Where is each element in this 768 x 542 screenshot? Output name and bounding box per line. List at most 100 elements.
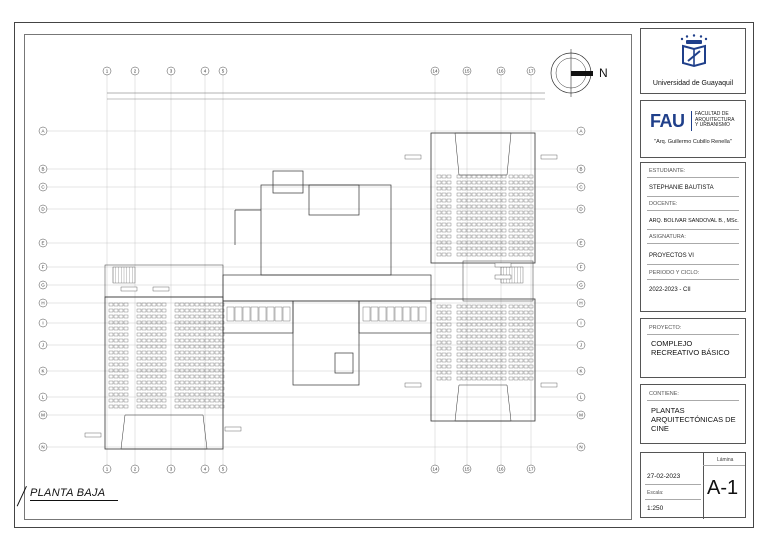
grid-col-label: 2 — [134, 467, 137, 472]
grid-col-label: 4 — [204, 69, 207, 74]
grid-row-label: M — [41, 413, 45, 418]
rule — [647, 334, 739, 335]
faculty-name: "Arq. Guillermo Cubillo Renella" — [654, 139, 732, 145]
grid-col-label: 14 — [432, 467, 438, 472]
drawing-sheet-border — [14, 22, 754, 528]
contains-line-2: ARQUITECTÓNICAS DE — [651, 415, 736, 424]
teacher-value: ARQ. BOLIVAR SANDOVAL B., MSc. — [649, 218, 739, 224]
grid-row-label: H — [579, 301, 582, 306]
sheet-number: A-1 — [707, 477, 739, 499]
contains-line-1: PLANTAS — [651, 406, 685, 415]
grid-col-label: 4 — [204, 467, 207, 472]
grid-col-label: 2 — [134, 69, 137, 74]
grid-col-label: 1 — [106, 467, 109, 472]
faculty-line-2: ARQUITECTURA — [695, 116, 735, 123]
rule — [647, 279, 739, 280]
faculty-lines: FACULTAD DE ARQUITECTURA Y URBANISMO — [695, 111, 735, 129]
grid-row-label: G — [579, 283, 583, 288]
project-label: PROYECTO: — [649, 325, 682, 331]
grid-col-label: 1 — [106, 69, 109, 74]
grid-row-label: N — [579, 445, 582, 450]
sheet-divider — [703, 453, 704, 519]
sheet-info-box: Lámina A-1 27-02-2023 Escala: 1:250 — [640, 452, 746, 519]
faculty-line-3: Y URBANISMO — [695, 122, 730, 129]
plan-title: PLANTA BAJA — [30, 487, 106, 499]
scale-value: 1:250 — [647, 505, 664, 512]
grid-col-label: 17 — [528, 69, 534, 74]
grid-row-label: F — [42, 265, 45, 270]
rule — [647, 196, 739, 197]
rule — [647, 243, 739, 244]
grid-row-label: L — [580, 395, 583, 400]
grid-row-label: F — [580, 265, 583, 270]
rule — [647, 229, 739, 230]
contains-label: CONTIENE: — [649, 391, 679, 397]
room-labels — [84, 154, 558, 438]
grid-row-label: B — [579, 167, 582, 172]
faculty-box: FAU FACULTAD DE ARQUITECTURA Y URBANISMO… — [640, 100, 746, 158]
north-arrow-icon — [550, 49, 593, 97]
grid-col-label: 3 — [170, 467, 173, 472]
seats-left — [108, 302, 225, 409]
scale-label: Escala: — [647, 490, 664, 496]
grid-row-label: I — [580, 321, 581, 326]
grid-col-label: 14 — [432, 69, 438, 74]
grid-row-label: A — [579, 129, 582, 134]
rule — [645, 484, 701, 485]
grid-row-label: M — [579, 413, 583, 418]
info-box: ESTUDIANTE: STEPHANIE BAUTISTA DOCENTE: … — [640, 162, 746, 312]
rule — [647, 400, 739, 401]
rule — [647, 210, 739, 211]
restroom-stalls — [226, 306, 427, 322]
grid-row-label: E — [579, 241, 582, 246]
rule — [647, 264, 739, 265]
grid-row-label: G — [41, 283, 45, 288]
grid-col-label: 3 — [170, 69, 173, 74]
grid-row-label: L — [42, 395, 45, 400]
plan-title-underline — [30, 500, 118, 501]
faculty-short: FAU — [650, 111, 685, 131]
contains-line-3: CINE — [651, 424, 669, 433]
teacher-label: DOCENTE: — [649, 201, 678, 207]
central-lobby — [222, 170, 432, 386]
grid-row-label: J — [42, 343, 44, 348]
contents-box: CONTIENE: PLANTAS ARQUITECTÓNICAS DE CIN… — [640, 384, 746, 444]
grid-row-label: K — [41, 369, 44, 374]
north-label: N — [599, 66, 608, 80]
student-label: ESTUDIANTE: — [649, 168, 686, 174]
grid-col-label: 15 — [464, 467, 470, 472]
sheet-label: Lámina — [717, 457, 734, 463]
seats-right — [436, 174, 534, 381]
rule — [647, 177, 739, 178]
grid-row-label: E — [41, 241, 44, 246]
grid-row-label: I — [42, 321, 43, 326]
grid-row-label: C — [41, 185, 45, 190]
rule — [645, 499, 701, 500]
grid-row-label: D — [579, 207, 583, 212]
grid-row-label: N — [41, 445, 44, 450]
grid-row-label: C — [579, 185, 583, 190]
grid-row-label: K — [579, 369, 582, 374]
grid-row-label: J — [580, 343, 582, 348]
grid-row-label: H — [41, 301, 44, 306]
university-box: Universidad de Guayaquil — [640, 28, 746, 94]
rule — [703, 465, 745, 466]
project-line-2: RECREATIVO BÁSICO — [651, 348, 730, 357]
period-label: PERIODO Y CICLO: — [649, 270, 700, 276]
grid-row-label: D — [41, 207, 45, 212]
student-value: STEPHANIE BAUTISTA — [649, 185, 714, 191]
period-value: 2022-2023 - CII — [649, 287, 691, 293]
faculty-line-1: FACULTAD DE — [695, 111, 729, 117]
subject-value: PROYECTOS VI — [649, 253, 694, 259]
university-name: Universidad de Guayaquil — [652, 80, 734, 87]
grid-col-label: 16 — [498, 69, 504, 74]
title-block: Universidad de Guayaquil FAU FACULTAD DE… — [640, 28, 746, 522]
grid-row-label: A — [41, 129, 44, 134]
book-crest-icon — [680, 34, 708, 68]
grid-col-label: 5 — [222, 467, 225, 472]
grid-col-label: 15 — [464, 69, 470, 74]
date-value: 27-02-2023 — [647, 473, 681, 480]
